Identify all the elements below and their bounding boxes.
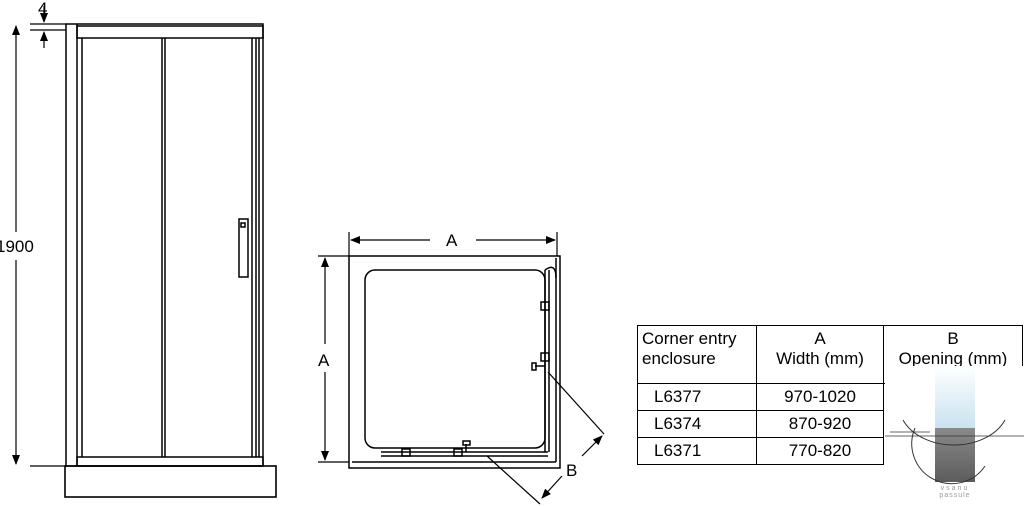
tray-inner [364, 269, 546, 449]
table-row: L6371 770-820 [637, 437, 1023, 465]
plan-view [348, 255, 561, 469]
header-width: A Width (mm) [756, 325, 884, 384]
plan-dimensions [318, 232, 605, 505]
opening-label: B [566, 461, 577, 480]
brand-wordmark-sub: passule [939, 492, 970, 499]
width-cell: 770-820 [756, 437, 884, 465]
top-rail [76, 25, 264, 39]
width-cell: 970-1020 [756, 383, 884, 411]
model-cell: L6371 [637, 437, 757, 465]
table-row: L6377 970-1020 [637, 383, 1023, 411]
model-cell: L6377 [637, 383, 757, 411]
bottom-rail [76, 456, 264, 467]
shower-tray [64, 465, 277, 498]
top-gap-dimension: 4 [38, 0, 47, 18]
plan-depth-label: A [318, 351, 330, 370]
plan-width-label: A [446, 231, 458, 250]
tray-outline [348, 255, 561, 469]
model-cell: L6374 [637, 410, 757, 438]
door-handle [238, 218, 249, 278]
header-enclosure: Corner entry enclosure [637, 325, 757, 384]
size-table: Corner entry enclosure A Width (mm) B Op… [637, 325, 1023, 465]
brand-wordmark: vsanu [941, 485, 970, 492]
table-row: L6374 870-920 [637, 410, 1023, 438]
brand-logo: vsanu passule [885, 366, 1024, 506]
height-dimension: 1900 [0, 237, 34, 256]
front-elevation [64, 23, 277, 498]
front-dimensions [12, 6, 66, 467]
width-cell: 870-920 [756, 410, 884, 438]
